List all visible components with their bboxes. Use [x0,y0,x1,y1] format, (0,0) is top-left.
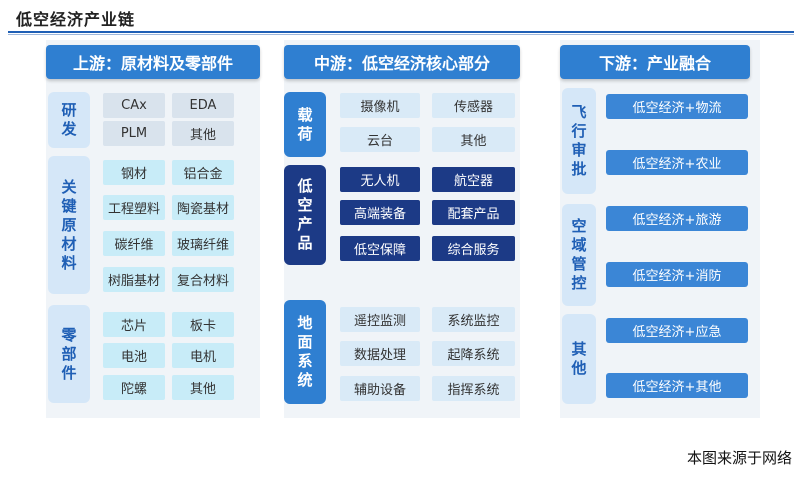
title-underline-thin [8,34,794,35]
item-resin: 树脂基材 [103,267,165,292]
downstream-header: 下游：产业融合 [560,45,750,79]
page-title: 低空经济产业链 [16,10,136,29]
item-gyroscope: 陀螺 [103,375,165,400]
item-plm: PLM [103,121,165,146]
category-ground-system-label: 地面系统 [297,314,313,389]
category-airspace-control: 空域管控 [562,204,596,306]
item-camera: 摄像机 [340,93,420,118]
category-airspace-control-label: 空域管控 [571,217,587,292]
item-supporting-products: 配套产品 [432,200,515,225]
item-remote-monitoring: 遥控监测 [340,307,420,332]
item-high-end-equipment: 高端装备 [340,200,420,225]
category-payload-label: 载荷 [297,105,313,143]
item-aircraft: 航空器 [432,167,515,192]
item-cax: CAx [103,93,165,118]
source-credit: 本图来源于网络 [686,449,792,467]
item-auxiliary-equipment: 辅助设备 [340,376,420,401]
item-carbon-fiber: 碳纤维 [103,231,165,256]
item-downstream-other: 低空经济+其他 [606,373,748,398]
item-data-processing: 数据处理 [340,341,420,366]
item-low-altitude-support: 低空保障 [340,236,420,261]
item-steel: 钢材 [103,160,165,185]
category-parts: 零部件 [48,305,90,403]
category-ground-system: 地面系统 [284,300,326,404]
item-sensor: 传感器 [432,93,515,118]
category-rnd: 研发 [48,92,90,148]
item-logistics: 低空经济+物流 [606,94,748,119]
item-agriculture: 低空经济+农业 [606,150,748,175]
item-tourism: 低空经济+旅游 [606,206,748,231]
category-downstream-other-label: 其他 [571,340,587,377]
item-board: 板卡 [172,312,234,337]
item-ceramic: 陶瓷基材 [172,195,234,220]
category-parts-label: 零部件 [61,325,77,382]
item-system-monitoring: 系统监控 [432,307,515,332]
item-battery: 电池 [103,343,165,368]
category-flight-approval-label: 飞行审批 [571,103,587,178]
category-payload: 载荷 [284,92,326,157]
item-emergency: 低空经济+应急 [606,318,748,343]
title-underline [8,31,794,33]
category-products-label: 低空产品 [297,177,313,252]
item-takeoff-landing: 起降系统 [432,341,515,366]
item-engineering-plastic: 工程塑料 [103,195,165,220]
item-payload-other: 其他 [432,127,515,152]
item-parts-other: 其他 [172,375,234,400]
item-composite: 复合材料 [172,267,234,292]
category-rnd-label: 研发 [61,101,77,138]
item-drone: 无人机 [340,167,420,192]
category-products: 低空产品 [284,165,326,265]
item-chip: 芯片 [103,312,165,337]
category-downstream-other: 其他 [562,314,596,404]
item-firefighting: 低空经济+消防 [606,262,748,287]
item-aluminum: 铝合金 [172,160,234,185]
item-eda: EDA [172,93,234,118]
item-command-system: 指挥系统 [432,376,515,401]
midstream-header: 中游：低空经济核心部分 [284,45,520,79]
category-materials: 关键原材料 [48,156,90,294]
upstream-header: 上游：原材料及零部件 [46,45,260,79]
item-rnd-other: 其他 [172,121,234,146]
item-glass-fiber: 玻璃纤维 [172,231,234,256]
category-materials-label: 关键原材料 [61,177,77,272]
category-flight-approval: 飞行审批 [562,88,596,194]
item-gimbal: 云台 [340,127,420,152]
item-integrated-services: 综合服务 [432,236,515,261]
item-motor: 电机 [172,343,234,368]
